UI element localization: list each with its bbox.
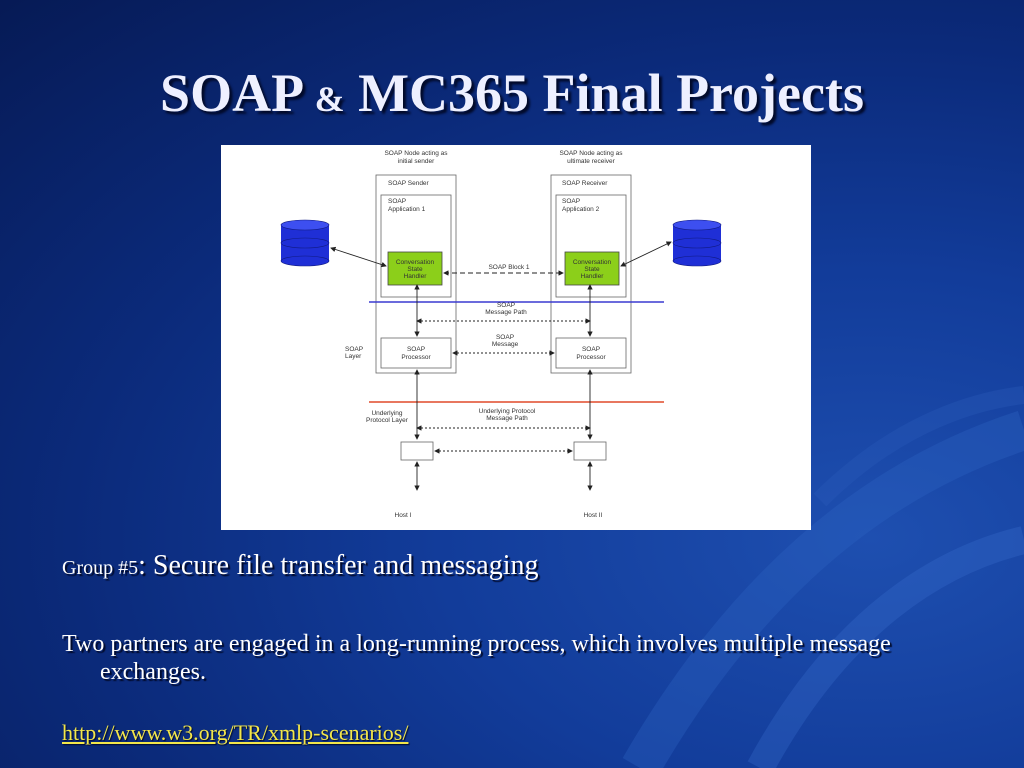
host-1-protocol-box — [400, 441, 434, 461]
sender-node-caption-1: SOAP Node acting as — [384, 150, 448, 157]
message-path-label-1: SOAP — [497, 302, 515, 309]
receiver-conversation-handler — [564, 251, 620, 286]
receiver-soap-processor — [555, 337, 627, 369]
group-number: Group #5 — [62, 557, 139, 579]
sender-conversation-handler — [387, 251, 443, 286]
sender-database-icon — [280, 219, 330, 267]
w3c-scenarios-link[interactable]: http://www.w3.org/TR/xmlp-scenarios/ — [62, 720, 409, 745]
scenario-description: Two partners are engaged in a long-runni… — [62, 631, 891, 685]
underlying-path-label-2: Message Path — [486, 415, 528, 422]
receiver-node-caption-2: ultimate receiver — [567, 158, 616, 165]
sender-handler-label-1: Conversation — [396, 259, 435, 266]
host-1-label: Host I — [395, 512, 412, 519]
sender-handler-label-2: State — [407, 266, 423, 273]
receiver-processor-label-2: Processor — [576, 354, 606, 361]
receiver-database-icon — [672, 219, 722, 267]
soap-architecture-diagram: SOAP Node acting as initial sender SOAP … — [221, 145, 811, 530]
sender-processor-label-1: SOAP — [407, 346, 425, 353]
receiver-handler-label-2: State — [584, 266, 600, 273]
receiver-handler-label-1: Conversation — [573, 259, 612, 266]
sender-node-caption-2: initial sender — [398, 158, 435, 165]
soap-message-label-2: Message — [492, 341, 519, 348]
soap-layer-label-1: SOAP — [345, 346, 363, 353]
underlying-layer-label-1: Underlying — [371, 410, 402, 417]
sender-processor-label-2: Processor — [401, 354, 431, 361]
soap-receiver-label: SOAP Receiver — [562, 180, 608, 187]
soap-layer-label-2: Layer — [345, 353, 362, 360]
soap-sender-label: SOAP Sender — [388, 180, 430, 187]
underlying-path-label-1: Underlying Protocol — [479, 408, 536, 415]
underlying-layer-label-2: Protocol Layer — [366, 417, 409, 424]
receiver-node-caption-1: SOAP Node acting as — [559, 150, 623, 157]
soap-message-label-1: SOAP — [496, 334, 514, 341]
app1-label-1: SOAP — [388, 198, 406, 205]
receiver-handler-label-3: Handler — [581, 273, 605, 280]
app2-label-1: SOAP — [562, 198, 580, 205]
soap-block-label: SOAP Block 1 — [488, 264, 529, 271]
receiver-processor-label-1: SOAP — [582, 346, 600, 353]
group-description: : Secure file transfer and messaging — [138, 550, 539, 581]
sender-soap-processor — [380, 337, 452, 369]
group-project-line: Group #5: Secure file transfer and messa… — [62, 550, 539, 582]
sender-handler-label-3: Handler — [404, 273, 428, 280]
app1-label-2: Application 1 — [388, 206, 426, 213]
host-2-protocol-box — [573, 441, 607, 461]
message-path-label-2: Message Path — [485, 309, 527, 316]
host-2-label: Host II — [584, 512, 603, 519]
slide-title: SOAP & MC365 Final Projects — [160, 63, 864, 123]
app2-label-2: Application 2 — [562, 206, 600, 213]
